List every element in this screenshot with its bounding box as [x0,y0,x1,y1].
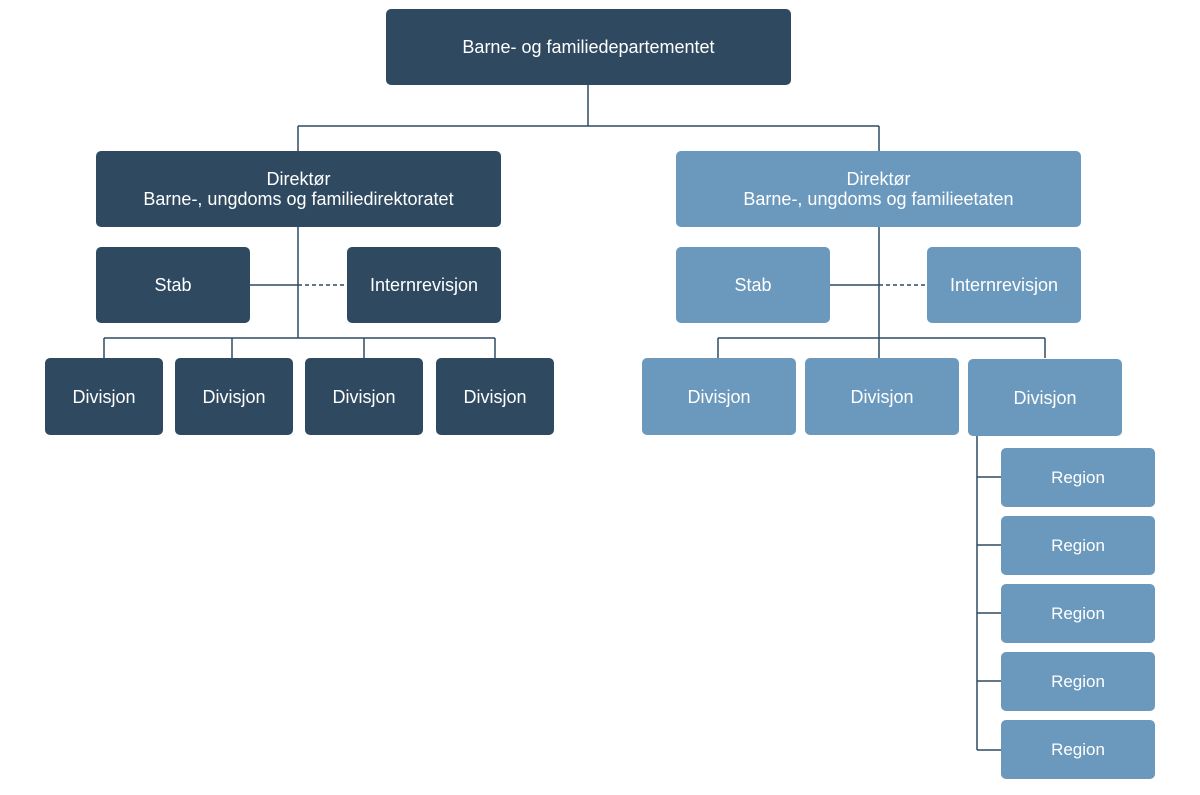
right-division-node: Divisjon [642,358,796,435]
root-label: Barne- og familiedepartementet [462,37,715,57]
left-internrevisjon-node: Internrevisjon [347,247,501,323]
left-division-node: Divisjon [175,358,293,435]
left-division-node: Divisjon [305,358,423,435]
left-division-node: Divisjon [436,358,554,435]
region-node: Region [1001,720,1155,779]
region-label: Region [1051,603,1105,623]
right-director-title: Direktør [846,169,911,189]
left-director-title: Direktør [266,169,331,189]
right-division-node: Divisjon [968,359,1122,436]
left-director-node: Direktør Barne-, ungdoms og familiedirek… [96,151,501,227]
left-stab-node: Stab [96,247,250,323]
left-director-org: Barne-, ungdoms og familiedirektoratet [143,189,454,209]
region-node: Region [1001,584,1155,643]
region-label: Region [1051,535,1105,555]
root-node: Barne- og familiedepartementet [386,9,791,85]
left-division-node: Divisjon [45,358,163,435]
division-label: Divisjon [850,386,914,407]
region-node: Region [1001,652,1155,711]
region-label: Region [1051,671,1105,691]
right-internrevisjon-node: Internrevisjon [927,247,1081,323]
right-stab-label: Stab [734,275,772,295]
left-internrevisjon-label: Internrevisjon [369,275,479,295]
region-label: Region [1051,739,1105,759]
division-label: Divisjon [463,386,527,407]
division-label: Divisjon [202,386,266,407]
right-stab-node: Stab [676,247,830,323]
division-label: Divisjon [1013,387,1077,408]
region-node: Region [1001,448,1155,507]
left-stab-label: Stab [154,275,192,295]
division-label: Divisjon [332,386,396,407]
division-label: Divisjon [687,386,751,407]
region-node: Region [1001,516,1155,575]
division-label: Divisjon [72,386,136,407]
right-division-node: Divisjon [805,358,959,435]
right-internrevisjon-label: Internrevisjon [949,275,1059,295]
right-director-node: Direktør Barne-, ungdoms og familieetate… [676,151,1081,227]
right-director-org: Barne-, ungdoms og familieetaten [743,189,1014,209]
region-label: Region [1051,467,1105,487]
